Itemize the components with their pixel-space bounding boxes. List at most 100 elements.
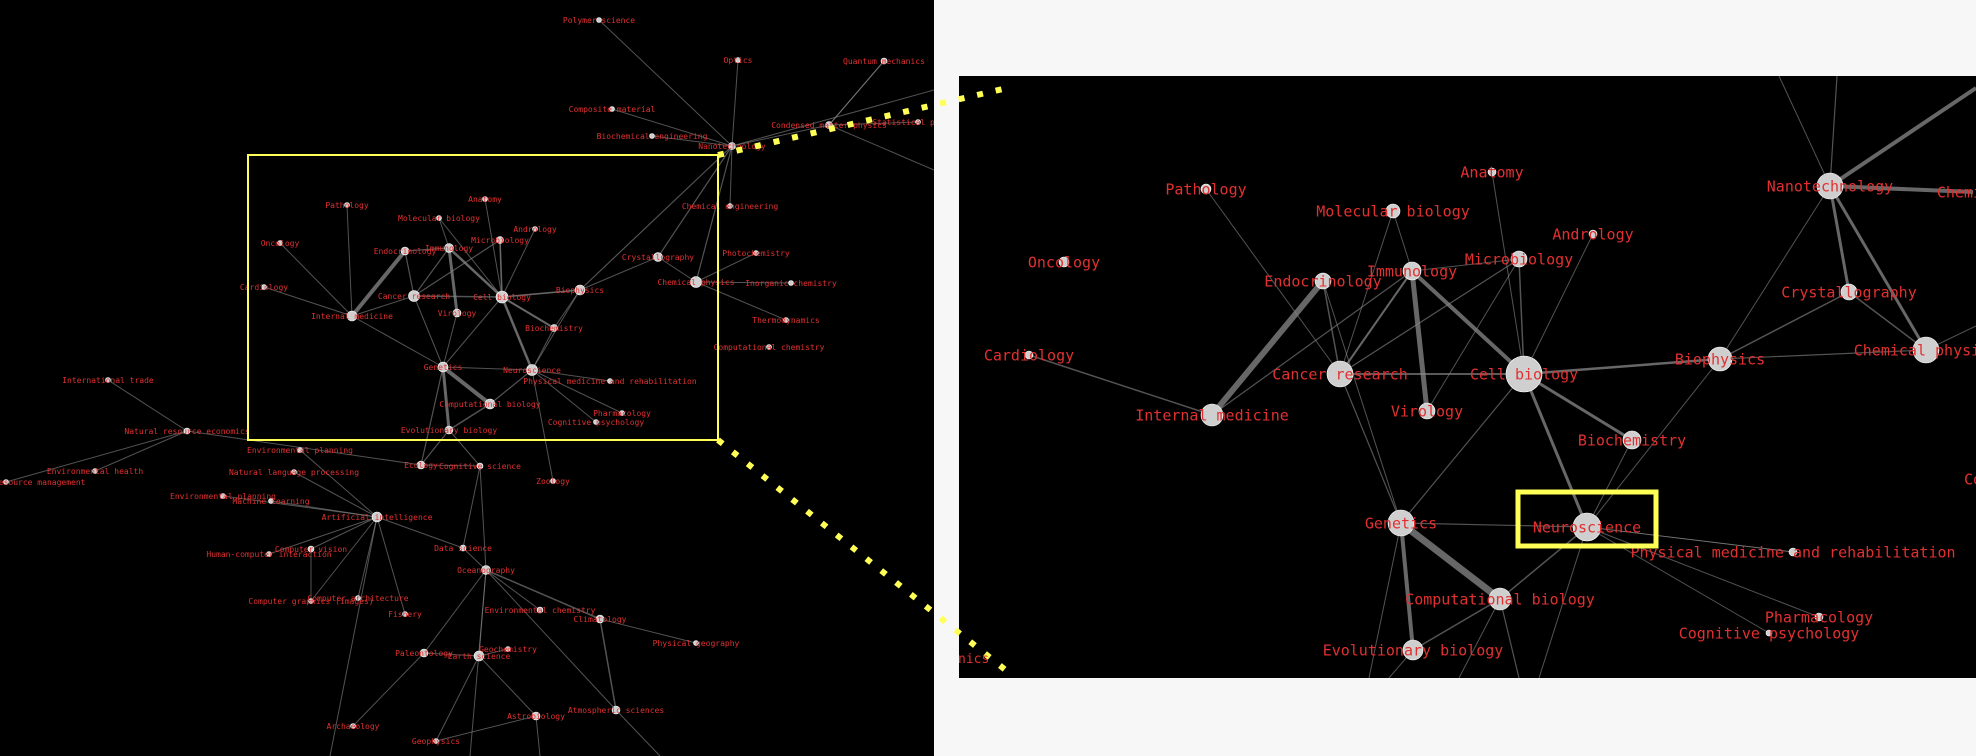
overview-node-statistical-physics[interactable]: Statistical physics: [872, 118, 934, 127]
overview-node-quantum-mechanics[interactable]: Quantum mechanics: [843, 57, 925, 66]
detail-node-evolutionary-biology[interactable]: Evolutionary biology: [1323, 639, 1504, 661]
overview-node-dot[interactable]: [266, 551, 272, 557]
detail-node-dot[interactable]: [1488, 587, 1512, 611]
detail-node-chemical-physics[interactable]: Chemical physics: [1854, 336, 1976, 364]
detail-node-biophysics[interactable]: Biophysics: [1675, 346, 1765, 372]
overview-node-dot[interactable]: [459, 544, 467, 552]
overview-node-polymer-science[interactable]: Polymer science: [563, 16, 635, 25]
overview-node-dot[interactable]: [419, 648, 429, 658]
overview-node-physical-geography[interactable]: Physical geography: [653, 639, 740, 648]
overview-node-neuroscience[interactable]: Neuroscience: [503, 364, 561, 376]
detail-node-internal-medicine[interactable]: Internal medicine: [1135, 403, 1289, 427]
overview-node-climatology[interactable]: Climatology: [574, 614, 627, 624]
detail-node-cell-biology[interactable]: Cell biology: [1470, 355, 1578, 393]
overview-node-archaeology[interactable]: Archaeology: [327, 722, 380, 731]
overview-node-environmental-planning[interactable]: Environmental planning: [247, 446, 353, 455]
overview-node-dot[interactable]: [371, 511, 383, 523]
overview-node-condensed-matter-physics[interactable]: Condensed matter physics: [771, 121, 887, 130]
overview-node-cardiology[interactable]: Cardiology: [240, 283, 288, 292]
detail-node-oncology[interactable]: Oncology: [1028, 253, 1100, 271]
overview-node-computational-biology[interactable]: Computational biology: [439, 398, 541, 410]
overview-node-dot[interactable]: [753, 250, 759, 256]
overview-node-data-science[interactable]: Data science: [434, 544, 492, 553]
overview-node-crystallography[interactable]: Crystallography: [622, 252, 694, 262]
overview-node-dot[interactable]: [355, 595, 361, 601]
detail-node-cardiology[interactable]: Cardiology: [984, 346, 1074, 364]
overview-node-chemical-physics[interactable]: Chemical physics: [657, 276, 735, 288]
overview-node-fishery[interactable]: Fishery: [388, 610, 422, 619]
detail-node-dot[interactable]: [1326, 360, 1354, 388]
overview-node-dot[interactable]: [880, 57, 888, 65]
overview-node-thermodynamics[interactable]: Thermodynamics: [752, 316, 820, 325]
detail-node-dot[interactable]: [1402, 639, 1424, 661]
detail-node-genetics[interactable]: Genetics: [1365, 509, 1437, 537]
overview-node-machine-learning[interactable]: Machine learning: [232, 497, 309, 506]
overview-node-oncology[interactable]: Oncology: [261, 239, 300, 248]
detail-node-dot[interactable]: [1510, 250, 1528, 268]
detail-node-dot[interactable]: [1765, 629, 1773, 637]
overview-node-dot[interactable]: [416, 460, 426, 470]
detail-node-dot[interactable]: [1572, 512, 1602, 542]
overview-node-dot[interactable]: [595, 614, 605, 624]
overview-node-natural-language-processing[interactable]: Natural language processing: [229, 468, 359, 477]
overview-node-cancer-research[interactable]: Cancer research: [378, 290, 450, 302]
overview-node-nanotechnology[interactable]: Nanotechnology: [698, 142, 766, 151]
detail-node-dot[interactable]: [1402, 261, 1422, 281]
detail-node-dot[interactable]: [1840, 283, 1858, 301]
overview-node-international-trade[interactable]: International trade: [62, 376, 154, 385]
overview-node-atmospheric-sciences[interactable]: Atmospheric sciences: [568, 705, 665, 715]
overview-node-dot[interactable]: [291, 469, 297, 475]
detail-node-biochemistry[interactable]: Biochemistry: [1578, 430, 1686, 450]
detail-node-andrology[interactable]: Andrology: [1552, 225, 1633, 243]
overview-node-internal-medicine[interactable]: Internal medicine: [311, 310, 393, 322]
overview-node-zoology[interactable]: Zoology: [536, 477, 570, 486]
detail-node-neuroscience[interactable]: Neuroscience: [1533, 512, 1641, 542]
overview-node-dot[interactable]: [481, 565, 491, 575]
detail-node-pharmacology[interactable]: Pharmacology: [1765, 608, 1873, 626]
overview-node-dot[interactable]: [3, 479, 9, 485]
overview-node-dot[interactable]: [611, 705, 621, 715]
detail-node-computational-biology[interactable]: Computational biology: [1405, 587, 1595, 611]
detail-node-immunology[interactable]: Immunology: [1367, 261, 1457, 281]
detail-node-dot[interactable]: [1487, 167, 1497, 177]
overview-node-inorganic-chemistry[interactable]: Inorganic chemistry: [745, 279, 837, 288]
detail-node-dot[interactable]: [1058, 256, 1070, 268]
selected-node-highlight[interactable]: [1515, 489, 1659, 549]
overview-node-dot[interactable]: [693, 640, 699, 646]
overview-node-dot[interactable]: [297, 447, 303, 453]
detail-node-pathology[interactable]: Pathology: [1165, 180, 1246, 198]
overview-node-computer-architecture[interactable]: Computer architecture: [307, 594, 408, 603]
overview-node-molecular-biology[interactable]: Molecular biology: [398, 214, 480, 223]
overview-node-evolutionary-biology[interactable]: Evolutionary biology: [401, 425, 498, 435]
overview-node-computational-chemistry[interactable]: Computational chemistry: [714, 343, 825, 352]
detail-node-dot[interactable]: [1788, 547, 1798, 557]
overview-node-dot[interactable]: [727, 203, 733, 209]
detail-node-cancer-research[interactable]: Cancer research: [1272, 360, 1408, 388]
overview-node-artificial-intelligence[interactable]: Artificial intelligence: [322, 511, 433, 523]
overview-node-photochemistry[interactable]: Photochemistry: [722, 249, 790, 258]
overview-node-environmental-chemistry[interactable]: Environmental chemistry: [485, 606, 596, 615]
overview-node-chemical-engineering[interactable]: Chemical engineering: [682, 202, 779, 211]
detail-node-virology[interactable]: Virology: [1391, 402, 1463, 420]
overview-node-dot[interactable]: [788, 280, 794, 286]
overview-node-dot[interactable]: [105, 377, 111, 383]
overview-node-cognitive-psychology[interactable]: Cognitive psychology: [548, 418, 645, 427]
overview-node-environmental-health[interactable]: Environmental health: [47, 467, 144, 476]
overview-node-dot[interactable]: [536, 606, 544, 614]
detail-node-microbiology[interactable]: Microbiology: [1465, 250, 1573, 268]
detail-node-crystallography[interactable]: Crystallography: [1781, 283, 1916, 301]
detail-node-endocrinology[interactable]: Endocrinology: [1264, 272, 1381, 290]
overview-node-dot[interactable]: [783, 317, 789, 323]
detail-node-dot[interactable]: [1385, 203, 1401, 219]
overview-node-earth-science[interactable]: Earth science: [448, 650, 511, 662]
detail-node-dot[interactable]: [1816, 172, 1844, 200]
detail-node-dot[interactable]: [1200, 183, 1212, 195]
overview-node-microbiology[interactable]: Microbiology: [471, 236, 529, 245]
detail-node-dot[interactable]: [1622, 430, 1642, 450]
detail-node-dot[interactable]: [1588, 229, 1598, 239]
overview-node-dot[interactable]: [268, 498, 274, 504]
overview-node-oceanography[interactable]: Oceanography: [457, 565, 515, 575]
overview-node-anatomy[interactable]: Anatomy: [468, 195, 502, 204]
